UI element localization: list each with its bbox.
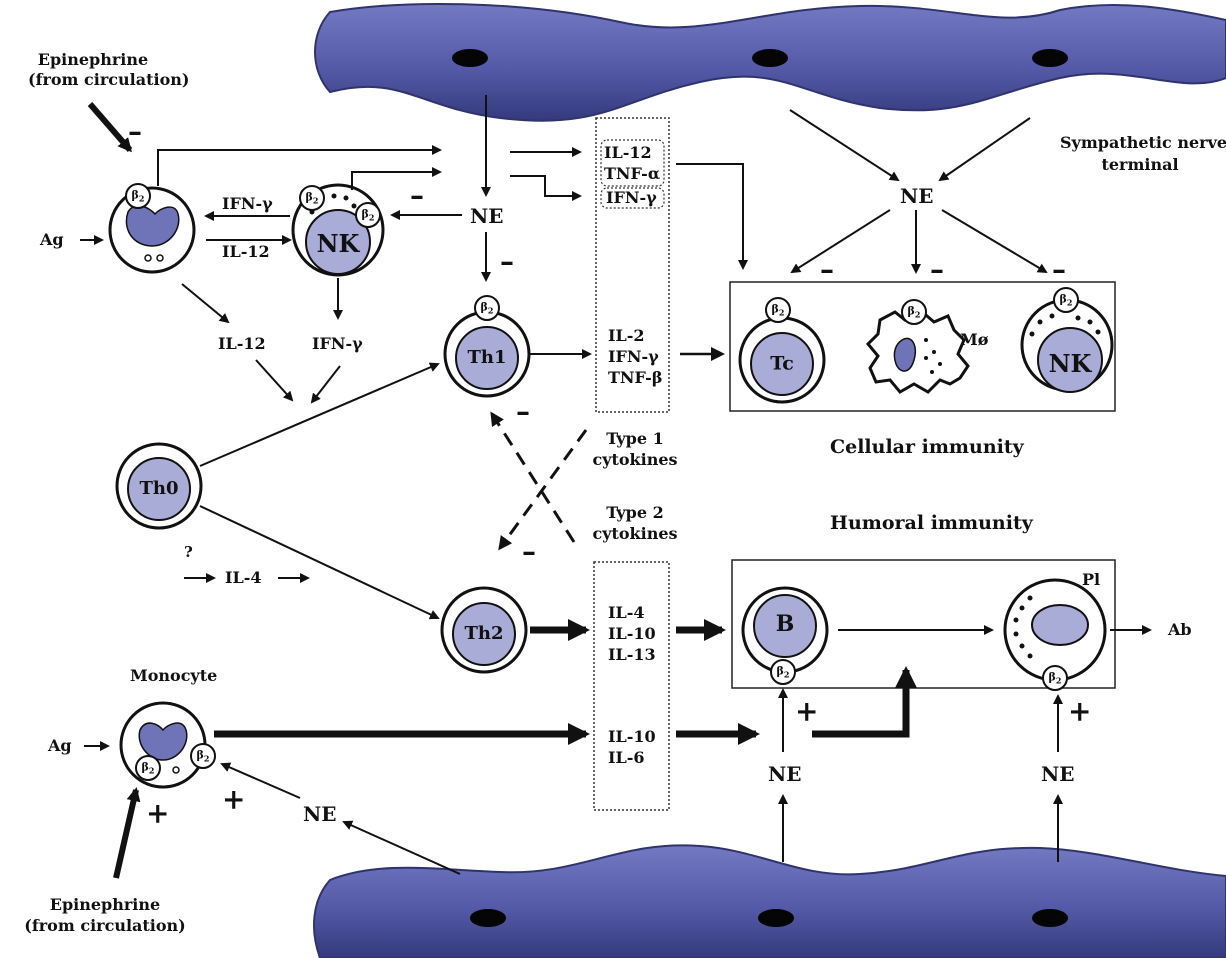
ifn-gamma-down-label: IFN-γ [312, 334, 363, 353]
ne-label-top-mid: NE [470, 204, 504, 228]
ne-label-bottom-left: NE [303, 802, 337, 826]
arrows [80, 95, 1152, 879]
cytokine-ifn-top: IFN-γ [606, 188, 657, 207]
minus-sign: – [820, 253, 834, 286]
cytokine-list-type2: IL-4 IL-10 IL-13 [608, 602, 656, 665]
question-label: ? [184, 543, 193, 561]
b-cell-label: B [775, 611, 795, 637]
nk-top-label: NK [316, 229, 360, 258]
th2-label: Th2 [464, 623, 504, 644]
ne-label-bottom-right: NE [1041, 762, 1075, 786]
th0-cell [115, 442, 203, 530]
sympathetic-nerve-label: Sympathetic nerve terminal [1060, 133, 1226, 174]
plasma-cell-label: Pl [1082, 570, 1101, 589]
beta2-receptor: β2 [776, 664, 790, 680]
il4-input-label: IL-4 [225, 568, 262, 587]
minus-sign: – [522, 535, 536, 568]
monocyte-label: Monocyte [130, 666, 218, 685]
monocyte-cell [119, 701, 216, 789]
minus-sign: – [410, 179, 424, 212]
apc-cell-top [108, 183, 196, 274]
cytokine-list-type1: IL-2 IFN-γ TNF-β [608, 325, 662, 388]
il12-arrow-label: IL-12 [222, 242, 270, 261]
ne-label-bottom-mid: NE [768, 762, 802, 786]
cytokine-item: IL-2 [608, 326, 645, 345]
cytokine-item: IFN-γ [608, 347, 659, 366]
minus-sign: – [500, 245, 514, 278]
nk-cell-right [1020, 287, 1114, 393]
th0-label: Th0 [139, 478, 179, 499]
beta2-receptor: β2 [1048, 670, 1062, 686]
th1-label: Th1 [467, 347, 507, 368]
macrophage-label: Mø [960, 330, 989, 349]
humoral-immunity-box [731, 559, 1116, 689]
plasma-cell [1003, 578, 1107, 691]
nk-right-label: NK [1048, 349, 1092, 378]
cytokine-item: IL-12 [604, 143, 652, 162]
cytokine-list-monocyte: IL-10 IL-6 [608, 726, 656, 768]
beta2-receptor: β2 [196, 748, 210, 764]
cellular-immunity-box [729, 281, 1116, 412]
minus-sign: – [516, 395, 530, 428]
cytokine-item: IL-10 [608, 624, 656, 643]
minus-sign: – [930, 253, 944, 286]
tc-cell [738, 297, 826, 404]
antibody-label: Ab [1168, 620, 1192, 639]
plus-sign: + [222, 783, 246, 816]
beta2-receptor: β2 [305, 190, 319, 206]
beta2-receptor: β2 [361, 207, 375, 223]
il12-down-label: IL-12 [218, 334, 266, 353]
macrophage-cell [865, 299, 970, 394]
ag-label-bottom: Ag [48, 736, 72, 755]
humoral-immunity-label: Humoral immunity [830, 512, 1033, 534]
th1-cell [443, 295, 531, 398]
tc-label: Tc [770, 352, 794, 375]
b-cell [741, 586, 829, 685]
cytokine-item: TNF-β [608, 368, 663, 387]
type2-cytokine-box [593, 561, 670, 811]
type1-cytokine-box [595, 117, 670, 413]
type1-cytokines-label: Type 1 cytokines [592, 429, 678, 469]
plus-sign: + [1068, 695, 1092, 728]
beta2-receptor: β2 [907, 304, 921, 320]
plus-sign: + [146, 797, 170, 830]
beta2-receptor: β2 [131, 188, 145, 204]
th2-cell [440, 586, 528, 674]
beta2-receptor: β2 [771, 302, 785, 318]
ag-label-top: Ag [40, 230, 64, 249]
cytokine-item: IL-4 [608, 603, 645, 622]
epinephrine-label-bottom: Epinephrine (from circulation) [24, 895, 186, 935]
cytokine-item: TNF-α [604, 164, 661, 183]
type2-cytokines-label: Type 2 cytokines [592, 503, 678, 543]
minus-sign: – [1052, 253, 1066, 286]
epinephrine-label-top: Epinephrine (from circulation) [28, 50, 190, 89]
beta2-receptor: β2 [480, 300, 494, 316]
cellular-immunity-label: Cellular immunity [830, 436, 1024, 458]
minus-sign: – [128, 115, 142, 148]
nk-cell-top [291, 183, 385, 277]
ne-label-top-right: NE [900, 184, 934, 208]
beta2-receptor: β2 [141, 760, 155, 776]
cytokine-list-top-small: IL-12 TNF-α [604, 142, 660, 184]
cytokine-item: IL-10 [608, 727, 656, 746]
cytokine-item: IL-13 [608, 645, 656, 664]
ifn-gamma-arrow-label: IFN-γ [222, 194, 273, 213]
nerve-terminal-top [314, 2, 1226, 122]
cytokine-item: IL-6 [608, 748, 645, 767]
nerve-terminal-bottom [313, 844, 1226, 958]
beta2-receptor: β2 [1059, 292, 1073, 308]
plus-sign: + [795, 695, 819, 728]
